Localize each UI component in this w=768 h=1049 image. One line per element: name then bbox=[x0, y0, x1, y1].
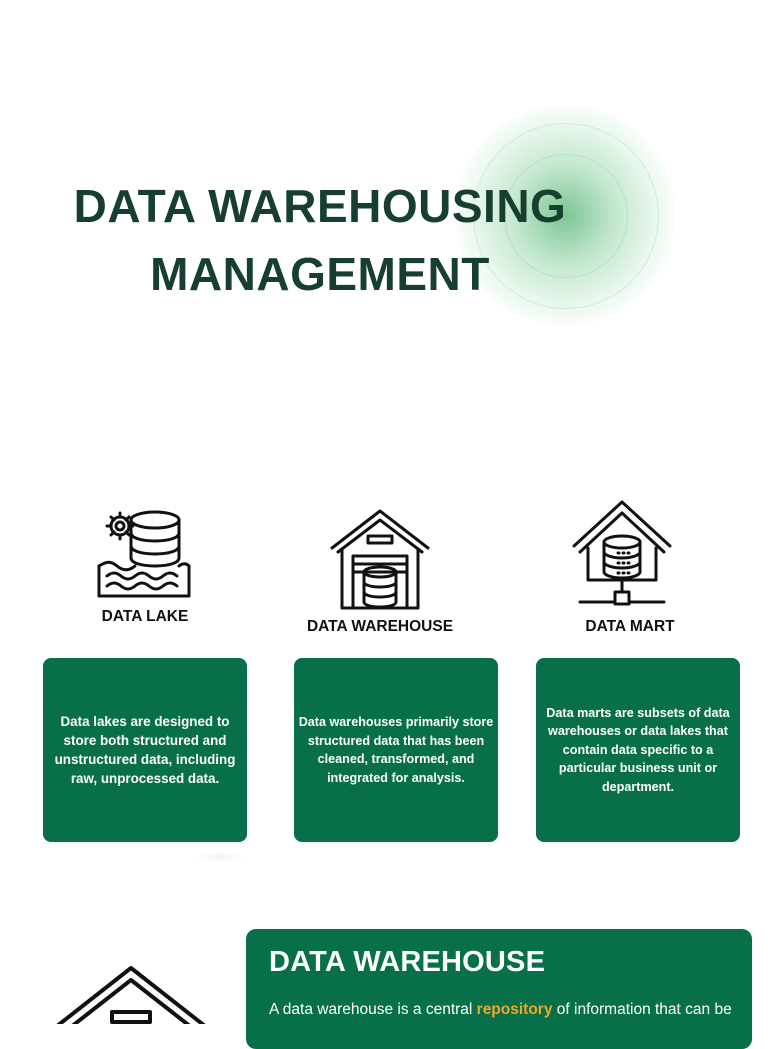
section-text: A data warehouse is a central repository… bbox=[269, 1001, 732, 1019]
card-text: Data lakes are designed to store both st… bbox=[54, 714, 236, 786]
data-lake-icon bbox=[97, 510, 191, 598]
decorative-ring bbox=[473, 123, 659, 309]
decorative-shadow bbox=[195, 852, 245, 862]
card-text: Data warehouses primarily store structur… bbox=[298, 715, 494, 785]
title-line-2: MANAGEMENT bbox=[150, 248, 490, 300]
warehouse-icon bbox=[56, 966, 206, 1024]
warehouse-icon bbox=[330, 509, 430, 610]
section-heading: DATA WAREHOUSE bbox=[269, 946, 546, 978]
section-text-end: of information that can be bbox=[552, 1001, 732, 1018]
section-text-start: A data warehouse is a central bbox=[269, 1001, 477, 1018]
page-title: DATA WAREHOUSING MANAGEMENT bbox=[0, 172, 640, 308]
data-warehouse-panel: DATA WAREHOUSE A data warehouse is a cen… bbox=[246, 929, 752, 1049]
card-data-lake: Data lakes are designed to store both st… bbox=[43, 658, 247, 842]
label-data-lake: DATA LAKE bbox=[101, 608, 189, 625]
card-data-warehouse: Data warehouses primarily store structur… bbox=[294, 658, 498, 842]
card-text: Data marts are subsets of data warehouse… bbox=[546, 705, 730, 794]
decorative-ring bbox=[504, 154, 628, 278]
title-line-1: DATA WAREHOUSING bbox=[73, 180, 567, 232]
card-data-mart: Data marts are subsets of data warehouse… bbox=[536, 658, 740, 842]
label-data-mart: DATA MART bbox=[585, 618, 675, 635]
data-mart-icon bbox=[572, 500, 672, 606]
label-data-warehouse: DATA WAREHOUSE bbox=[306, 618, 454, 635]
highlight-repository: repository bbox=[476, 1001, 553, 1018]
